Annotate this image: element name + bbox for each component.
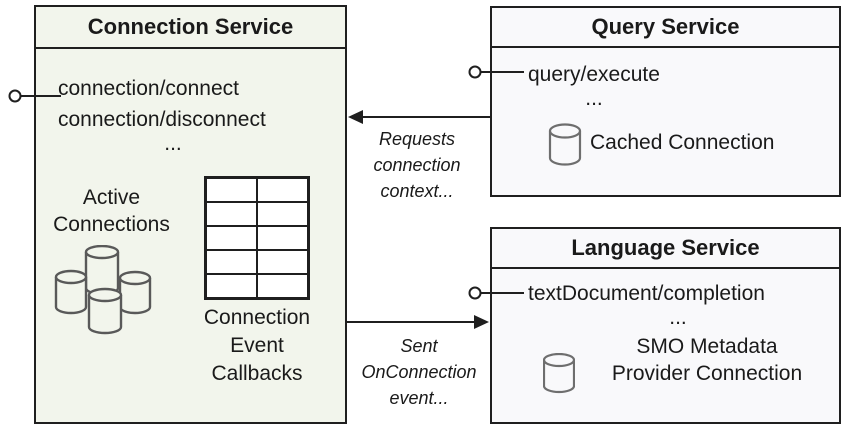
language-service-box: Language Service textDocument/completion… bbox=[490, 227, 841, 424]
callback-table-cell bbox=[206, 226, 257, 250]
callback-table-cell bbox=[206, 178, 257, 202]
callback-table-cell bbox=[257, 202, 308, 226]
method-textdocument-completion: textDocument/completion bbox=[528, 282, 765, 305]
callback-table bbox=[204, 176, 310, 300]
query-service-title: Query Service bbox=[492, 8, 839, 48]
methods-ellipsis: ... bbox=[164, 132, 182, 155]
connection-service-body: connection/connect connection/disconnect… bbox=[36, 49, 345, 422]
database-cluster-icon bbox=[54, 245, 152, 335]
method-query-execute: query/execute bbox=[528, 63, 660, 86]
smo-metadata-provider-label: SMO Metadata Provider Connection bbox=[611, 335, 803, 385]
language-service-body: textDocument/completion ... SMO Metadata… bbox=[492, 269, 839, 422]
query-service-box: Query Service query/execute ... Cached C… bbox=[490, 6, 841, 197]
connection-service-methods: connection/connect connection/disconnect… bbox=[58, 73, 288, 155]
query-service-methods: query/execute ... bbox=[528, 59, 660, 110]
connection-event-callbacks-label: Connection Event Callbacks bbox=[203, 306, 311, 385]
language-service-title: Language Service bbox=[492, 229, 839, 269]
requests-context-arrow-label: Requests connection context... bbox=[373, 129, 461, 201]
method-connection-disconnect: connection/disconnect bbox=[58, 108, 266, 131]
requests-context-arrow bbox=[348, 110, 490, 124]
callback-table-cell bbox=[257, 178, 308, 202]
callback-table-cell bbox=[257, 250, 308, 274]
query-service-body: query/execute ... Cached Connection bbox=[492, 48, 839, 195]
language-service-methods: textDocument/completion ... bbox=[528, 278, 828, 329]
callback-table-cell bbox=[257, 226, 308, 250]
connection-service-title: Connection Service bbox=[36, 7, 345, 49]
database-icon bbox=[548, 123, 582, 166]
onconnection-event-arrow bbox=[347, 315, 489, 329]
methods-ellipsis: ... bbox=[585, 87, 603, 110]
database-icon bbox=[543, 353, 575, 394]
callback-table-cell bbox=[257, 274, 308, 298]
method-connection-connect: connection/connect bbox=[58, 77, 239, 100]
callback-table-cell bbox=[206, 202, 257, 226]
cached-connection-label: Cached Connection bbox=[590, 131, 775, 154]
active-connections-label: Active Connections bbox=[53, 186, 170, 236]
methods-ellipsis: ... bbox=[669, 306, 687, 329]
callback-table-cell bbox=[206, 250, 257, 274]
connection-service-box: Connection Service connection/connect co… bbox=[34, 5, 347, 424]
onconnection-event-arrow-label: Sent OnConnection event... bbox=[361, 336, 477, 408]
callback-table-cell bbox=[206, 274, 257, 298]
